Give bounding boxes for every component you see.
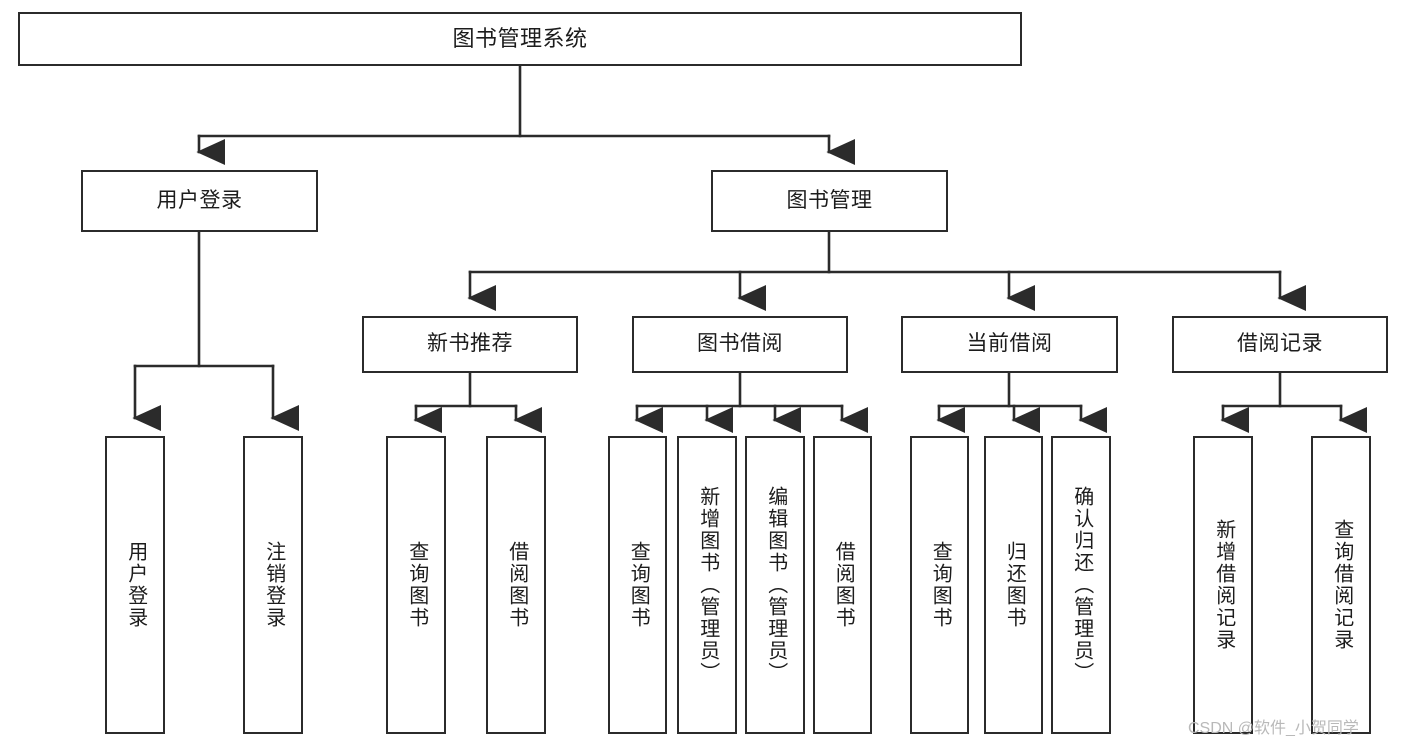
node-leaf-add-book-label: 新增图书（管理员） xyxy=(696,486,719,684)
node-leaf-query-record[interactable]: 查询借阅记录 xyxy=(1311,436,1371,734)
node-leaf-query-book-cur-label: 查询图书 xyxy=(929,541,952,629)
node-leaf-confirm-return-label: 确认归还（管理员） xyxy=(1070,486,1093,684)
node-current-borrow-label: 当前借阅 xyxy=(966,332,1053,356)
node-leaf-logout-label: 注销登录 xyxy=(262,541,285,629)
node-leaf-borrow-book-label: 借阅图书 xyxy=(832,541,855,629)
csdn-watermark: CSDN @软件_小贺同学 xyxy=(1188,720,1359,737)
node-leaf-confirm-return[interactable]: 确认归还（管理员） xyxy=(1051,436,1111,734)
node-leaf-query-book-rec[interactable]: 查询图书 xyxy=(386,436,446,734)
node-leaf-user-login[interactable]: 用户登录 xyxy=(105,436,165,734)
node-book-borrow[interactable]: 图书借阅 xyxy=(632,316,848,373)
node-leaf-add-record[interactable]: 新增借阅记录 xyxy=(1193,436,1253,734)
node-new-book-recommend-label: 新书推荐 xyxy=(427,332,513,356)
node-root-label: 图书管理系统 xyxy=(452,26,588,52)
node-leaf-borrow-book-rec[interactable]: 借阅图书 xyxy=(486,436,546,734)
node-leaf-query-book-rec-label: 查询图书 xyxy=(405,541,428,629)
node-book-manage-label: 图书管理 xyxy=(786,188,873,212)
node-leaf-query-record-label: 查询借阅记录 xyxy=(1330,519,1353,651)
node-leaf-query-book-label: 查询图书 xyxy=(627,541,650,629)
node-leaf-user-login-label: 用户登录 xyxy=(124,541,147,629)
node-leaf-add-record-label: 新增借阅记录 xyxy=(1212,519,1235,651)
node-leaf-borrow-book[interactable]: 借阅图书 xyxy=(813,436,872,734)
node-leaf-return-book-label: 归还图书 xyxy=(1003,541,1026,629)
node-borrow-record-label: 借阅记录 xyxy=(1237,332,1323,356)
node-leaf-add-book[interactable]: 新增图书（管理员） xyxy=(677,436,737,734)
node-leaf-query-book[interactable]: 查询图书 xyxy=(608,436,667,734)
node-leaf-edit-book[interactable]: 编辑图书（管理员） xyxy=(745,436,805,734)
node-borrow-record[interactable]: 借阅记录 xyxy=(1172,316,1388,373)
node-leaf-logout[interactable]: 注销登录 xyxy=(243,436,303,734)
node-book-manage[interactable]: 图书管理 xyxy=(711,170,948,232)
node-book-borrow-label: 图书借阅 xyxy=(697,332,783,356)
node-new-book-recommend[interactable]: 新书推荐 xyxy=(362,316,578,373)
node-user-login[interactable]: 用户登录 xyxy=(81,170,318,232)
node-leaf-borrow-book-rec-label: 借阅图书 xyxy=(505,541,528,629)
node-root[interactable]: 图书管理系统 xyxy=(18,12,1022,66)
node-leaf-edit-book-label: 编辑图书（管理员） xyxy=(764,486,787,684)
node-user-login-label: 用户登录 xyxy=(156,188,243,212)
node-current-borrow[interactable]: 当前借阅 xyxy=(901,316,1118,373)
node-leaf-query-book-cur[interactable]: 查询图书 xyxy=(910,436,969,734)
node-leaf-return-book[interactable]: 归还图书 xyxy=(984,436,1043,734)
